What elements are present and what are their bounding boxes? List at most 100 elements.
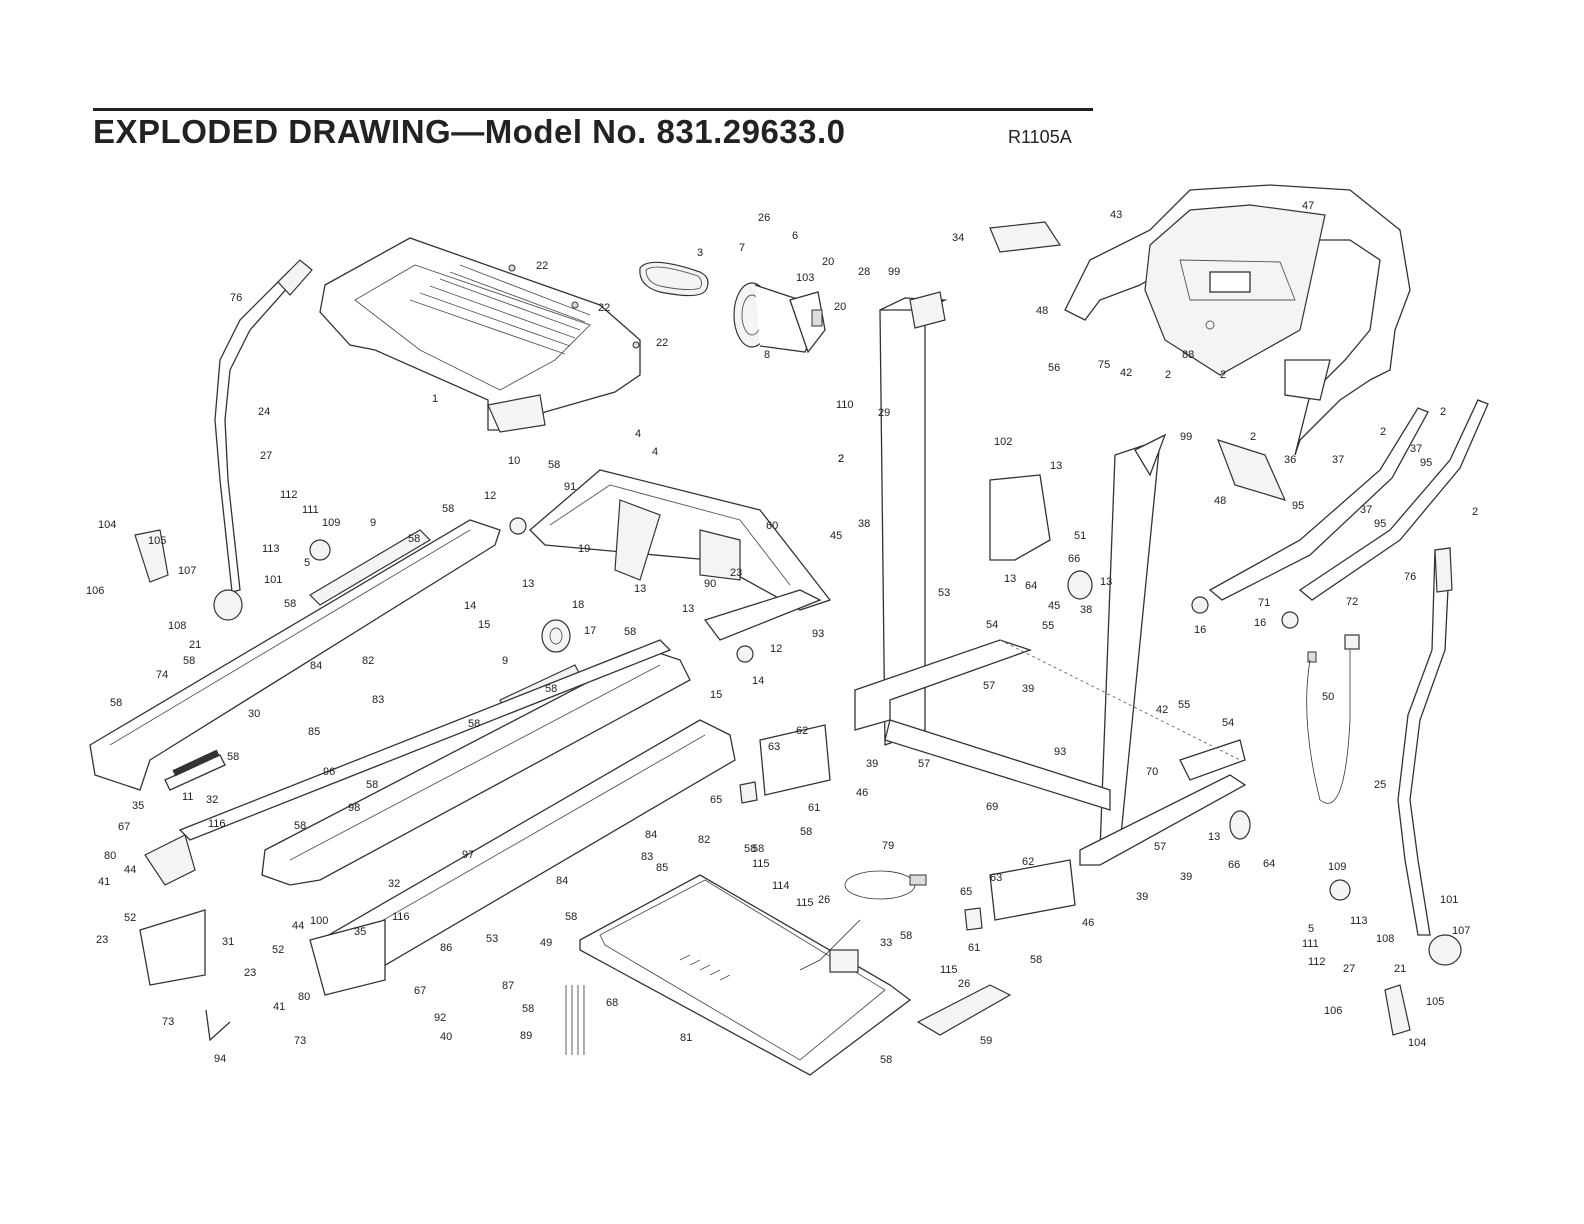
- part-label-p56: 56: [1048, 362, 1060, 374]
- part-base-pan: [579, 874, 912, 1076]
- part-upright-right: [1099, 433, 1167, 851]
- part-label-p109b: 109: [1328, 861, 1346, 873]
- part-label-p58s: 58: [624, 626, 636, 638]
- part-label-p19: 19: [578, 543, 590, 555]
- part-label-p73a: 73: [162, 1016, 174, 1028]
- part-label-p61a: 61: [808, 802, 820, 814]
- part-label-p48a: 48: [1036, 305, 1048, 317]
- part-label-p87: 87: [502, 980, 514, 992]
- part-label-p2e: 2: [1380, 426, 1386, 438]
- part-label-p2a: 2: [838, 453, 844, 465]
- part-label-p115a: 115: [752, 858, 770, 870]
- part-label-p104a: 104: [98, 519, 116, 531]
- part-label-p94: 94: [214, 1053, 226, 1065]
- part-label-p16a: 16: [1194, 624, 1206, 636]
- part-label-p2b: 2: [1165, 369, 1171, 381]
- part-label-p52a: 52: [124, 912, 136, 924]
- part-label-p23a: 23: [96, 934, 108, 946]
- part-frame-60: [529, 469, 832, 641]
- part-label-p115b: 115: [796, 897, 814, 909]
- part-base-frame: [854, 639, 1247, 866]
- part-label-p61b: 61: [968, 942, 980, 954]
- part-label-p8: 8: [764, 349, 770, 361]
- part-label-p43: 43: [1110, 209, 1122, 221]
- part-label-p53a: 53: [486, 933, 498, 945]
- part-label-p13a: 13: [522, 578, 534, 590]
- part-label-p45b: 45: [1048, 600, 1060, 612]
- part-label-p113a: 113: [262, 543, 280, 555]
- part-label-p21a: 21: [189, 639, 201, 651]
- part-label-p46b: 46: [1082, 917, 1094, 929]
- part-label-p106b: 106: [1324, 1005, 1342, 1017]
- part-label-p47: 47: [1302, 200, 1314, 212]
- part-label-p51: 51: [1074, 530, 1086, 542]
- part-label-p91: 91: [564, 481, 576, 493]
- part-label-p111a: 111: [302, 504, 319, 516]
- part-label-p1: 1: [432, 393, 438, 405]
- part-label-p58l: 58: [744, 843, 756, 855]
- part-label-p22c: 22: [656, 337, 668, 349]
- part-label-p41b: 41: [273, 1001, 285, 1013]
- part-label-p42b: 42: [1156, 704, 1168, 716]
- part-label-p74: 74: [156, 669, 168, 681]
- part-label-p80b: 80: [298, 991, 310, 1003]
- part-label-p65b: 65: [960, 886, 972, 898]
- part-label-p99a: 99: [888, 266, 900, 278]
- part-label-p92: 92: [434, 1012, 446, 1024]
- part-label-p22b: 22: [598, 302, 610, 314]
- part-label-p58o: 58: [900, 930, 912, 942]
- part-label-p32b: 32: [388, 878, 400, 890]
- part-label-p23c: 23: [730, 567, 742, 579]
- part-label-p31: 31: [222, 936, 234, 948]
- part-label-p37b: 37: [1410, 443, 1422, 455]
- part-label-p84a: 84: [310, 660, 322, 672]
- part-label-p58j: 58: [366, 779, 378, 791]
- part-label-p85a: 85: [308, 726, 320, 738]
- part-left-handrail: [213, 259, 313, 621]
- part-label-p101a: 101: [264, 574, 282, 586]
- part-label-p113b: 113: [1350, 915, 1368, 927]
- part-label-p76b: 76: [1404, 571, 1416, 583]
- part-label-p103: 103: [796, 272, 814, 284]
- part-label-p84b: 84: [645, 829, 657, 841]
- part-front-roller: [509, 517, 754, 663]
- part-label-p66b: 66: [1228, 859, 1240, 871]
- part-label-p97: 97: [462, 849, 474, 861]
- part-label-p46a: 46: [856, 787, 868, 799]
- part-label-p26b: 26: [818, 894, 830, 906]
- part-label-p95a: 95: [1292, 500, 1304, 512]
- part-label-p9b: 9: [502, 655, 508, 667]
- part-label-p69: 69: [986, 801, 998, 813]
- part-label-p26a: 26: [758, 212, 770, 224]
- part-label-p58c: 58: [408, 533, 420, 545]
- part-label-p96: 96: [323, 766, 335, 778]
- part-label-p16b: 16: [1254, 617, 1266, 629]
- part-label-p28: 28: [858, 266, 870, 278]
- part-label-p72: 72: [1346, 596, 1358, 608]
- part-label-p34: 34: [952, 232, 964, 244]
- part-label-p90: 90: [704, 578, 716, 590]
- part-label-p58t: 58: [752, 843, 764, 855]
- part-label-p17: 17: [584, 625, 596, 637]
- part-label-p108a: 108: [168, 620, 186, 632]
- part-label-p63a: 63: [768, 741, 780, 753]
- part-label-p49: 49: [540, 937, 552, 949]
- part-label-p114: 114: [772, 880, 790, 892]
- part-label-p58e: 58: [183, 655, 195, 667]
- part-label-p58b: 58: [442, 503, 454, 515]
- part-label-p12b: 12: [770, 643, 782, 655]
- part-label-p44b: 44: [292, 920, 304, 932]
- part-label-p26c: 26: [958, 978, 970, 990]
- part-label-p88: 88: [1182, 349, 1194, 361]
- part-label-p58q: 58: [880, 1054, 892, 1066]
- part-label-p30: 30: [248, 708, 260, 720]
- part-power-cord: [799, 870, 927, 971]
- part-label-p35b: 35: [354, 926, 366, 938]
- part-label-p107b: 107: [1452, 925, 1470, 937]
- title-rule: [93, 108, 1093, 111]
- part-label-p54a: 54: [986, 619, 998, 631]
- part-label-p15a: 15: [478, 619, 490, 631]
- part-label-p13f: 13: [1100, 576, 1112, 588]
- part-label-p116a: 116: [208, 818, 226, 830]
